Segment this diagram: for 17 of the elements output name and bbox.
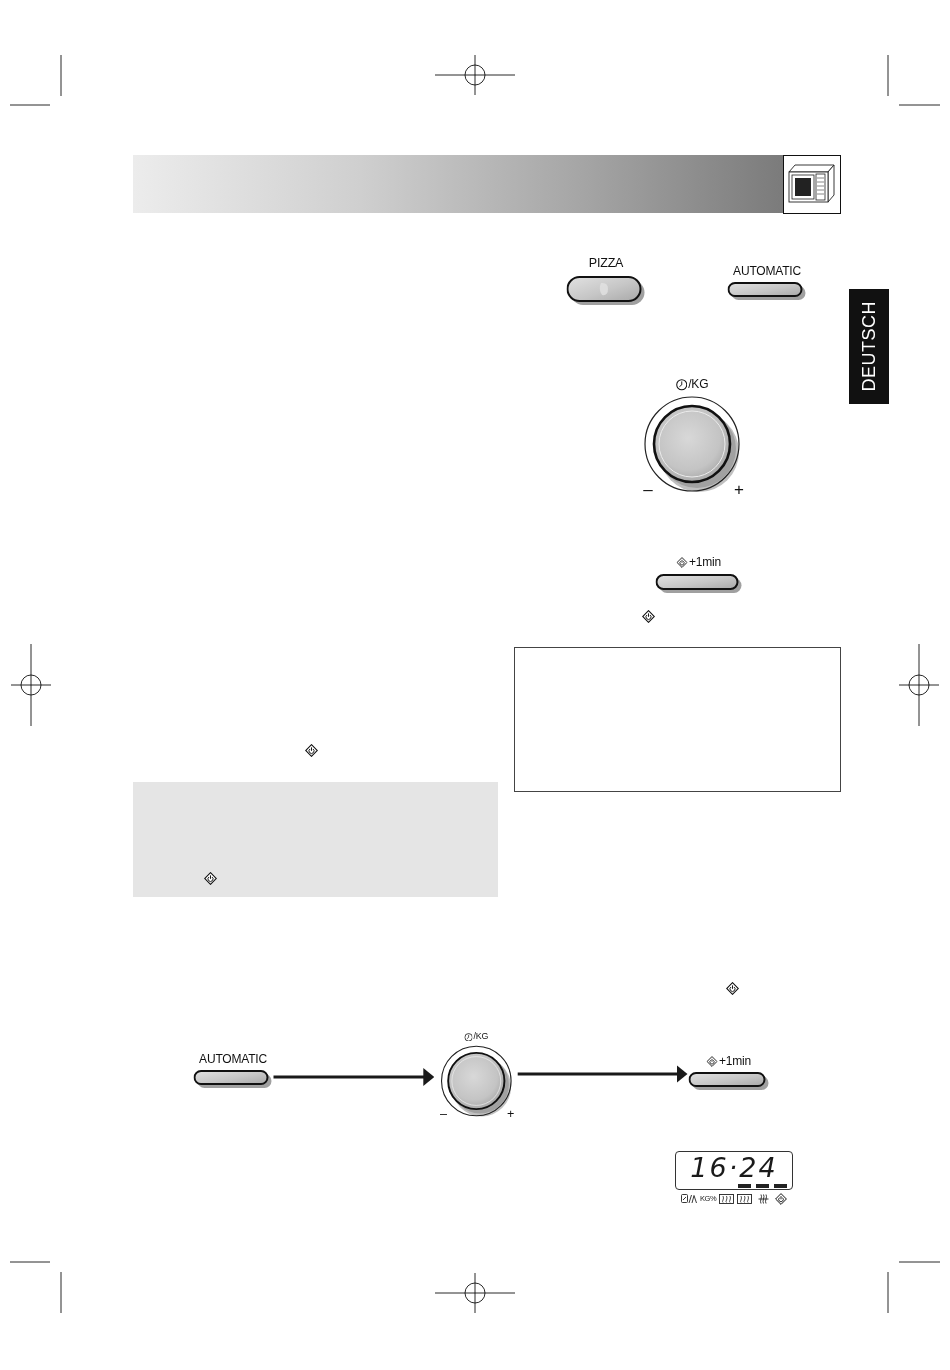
button-label: PIZZA [588, 257, 624, 271]
button-label: +1min [689, 556, 721, 570]
knob-label: /KG [688, 378, 709, 392]
button-label: AUTOMATIC [733, 265, 801, 279]
display-reading: 16·24 [690, 1154, 778, 1181]
plus-sign: + [734, 480, 744, 498]
button-label: AUTOMATIC [199, 1053, 267, 1067]
minus-sign: – [439, 1107, 447, 1121]
language-tab [849, 289, 889, 404]
lcd-display [675, 1151, 793, 1190]
knob-label: /KG [473, 1032, 489, 1043]
arrow [273, 1068, 435, 1086]
button-label: +1min [719, 1055, 751, 1069]
plus-sign: + [507, 1107, 515, 1121]
arrow [517, 1065, 688, 1083]
minus-sign: – [643, 480, 653, 498]
tab-label: DEUTSCH [860, 301, 878, 392]
